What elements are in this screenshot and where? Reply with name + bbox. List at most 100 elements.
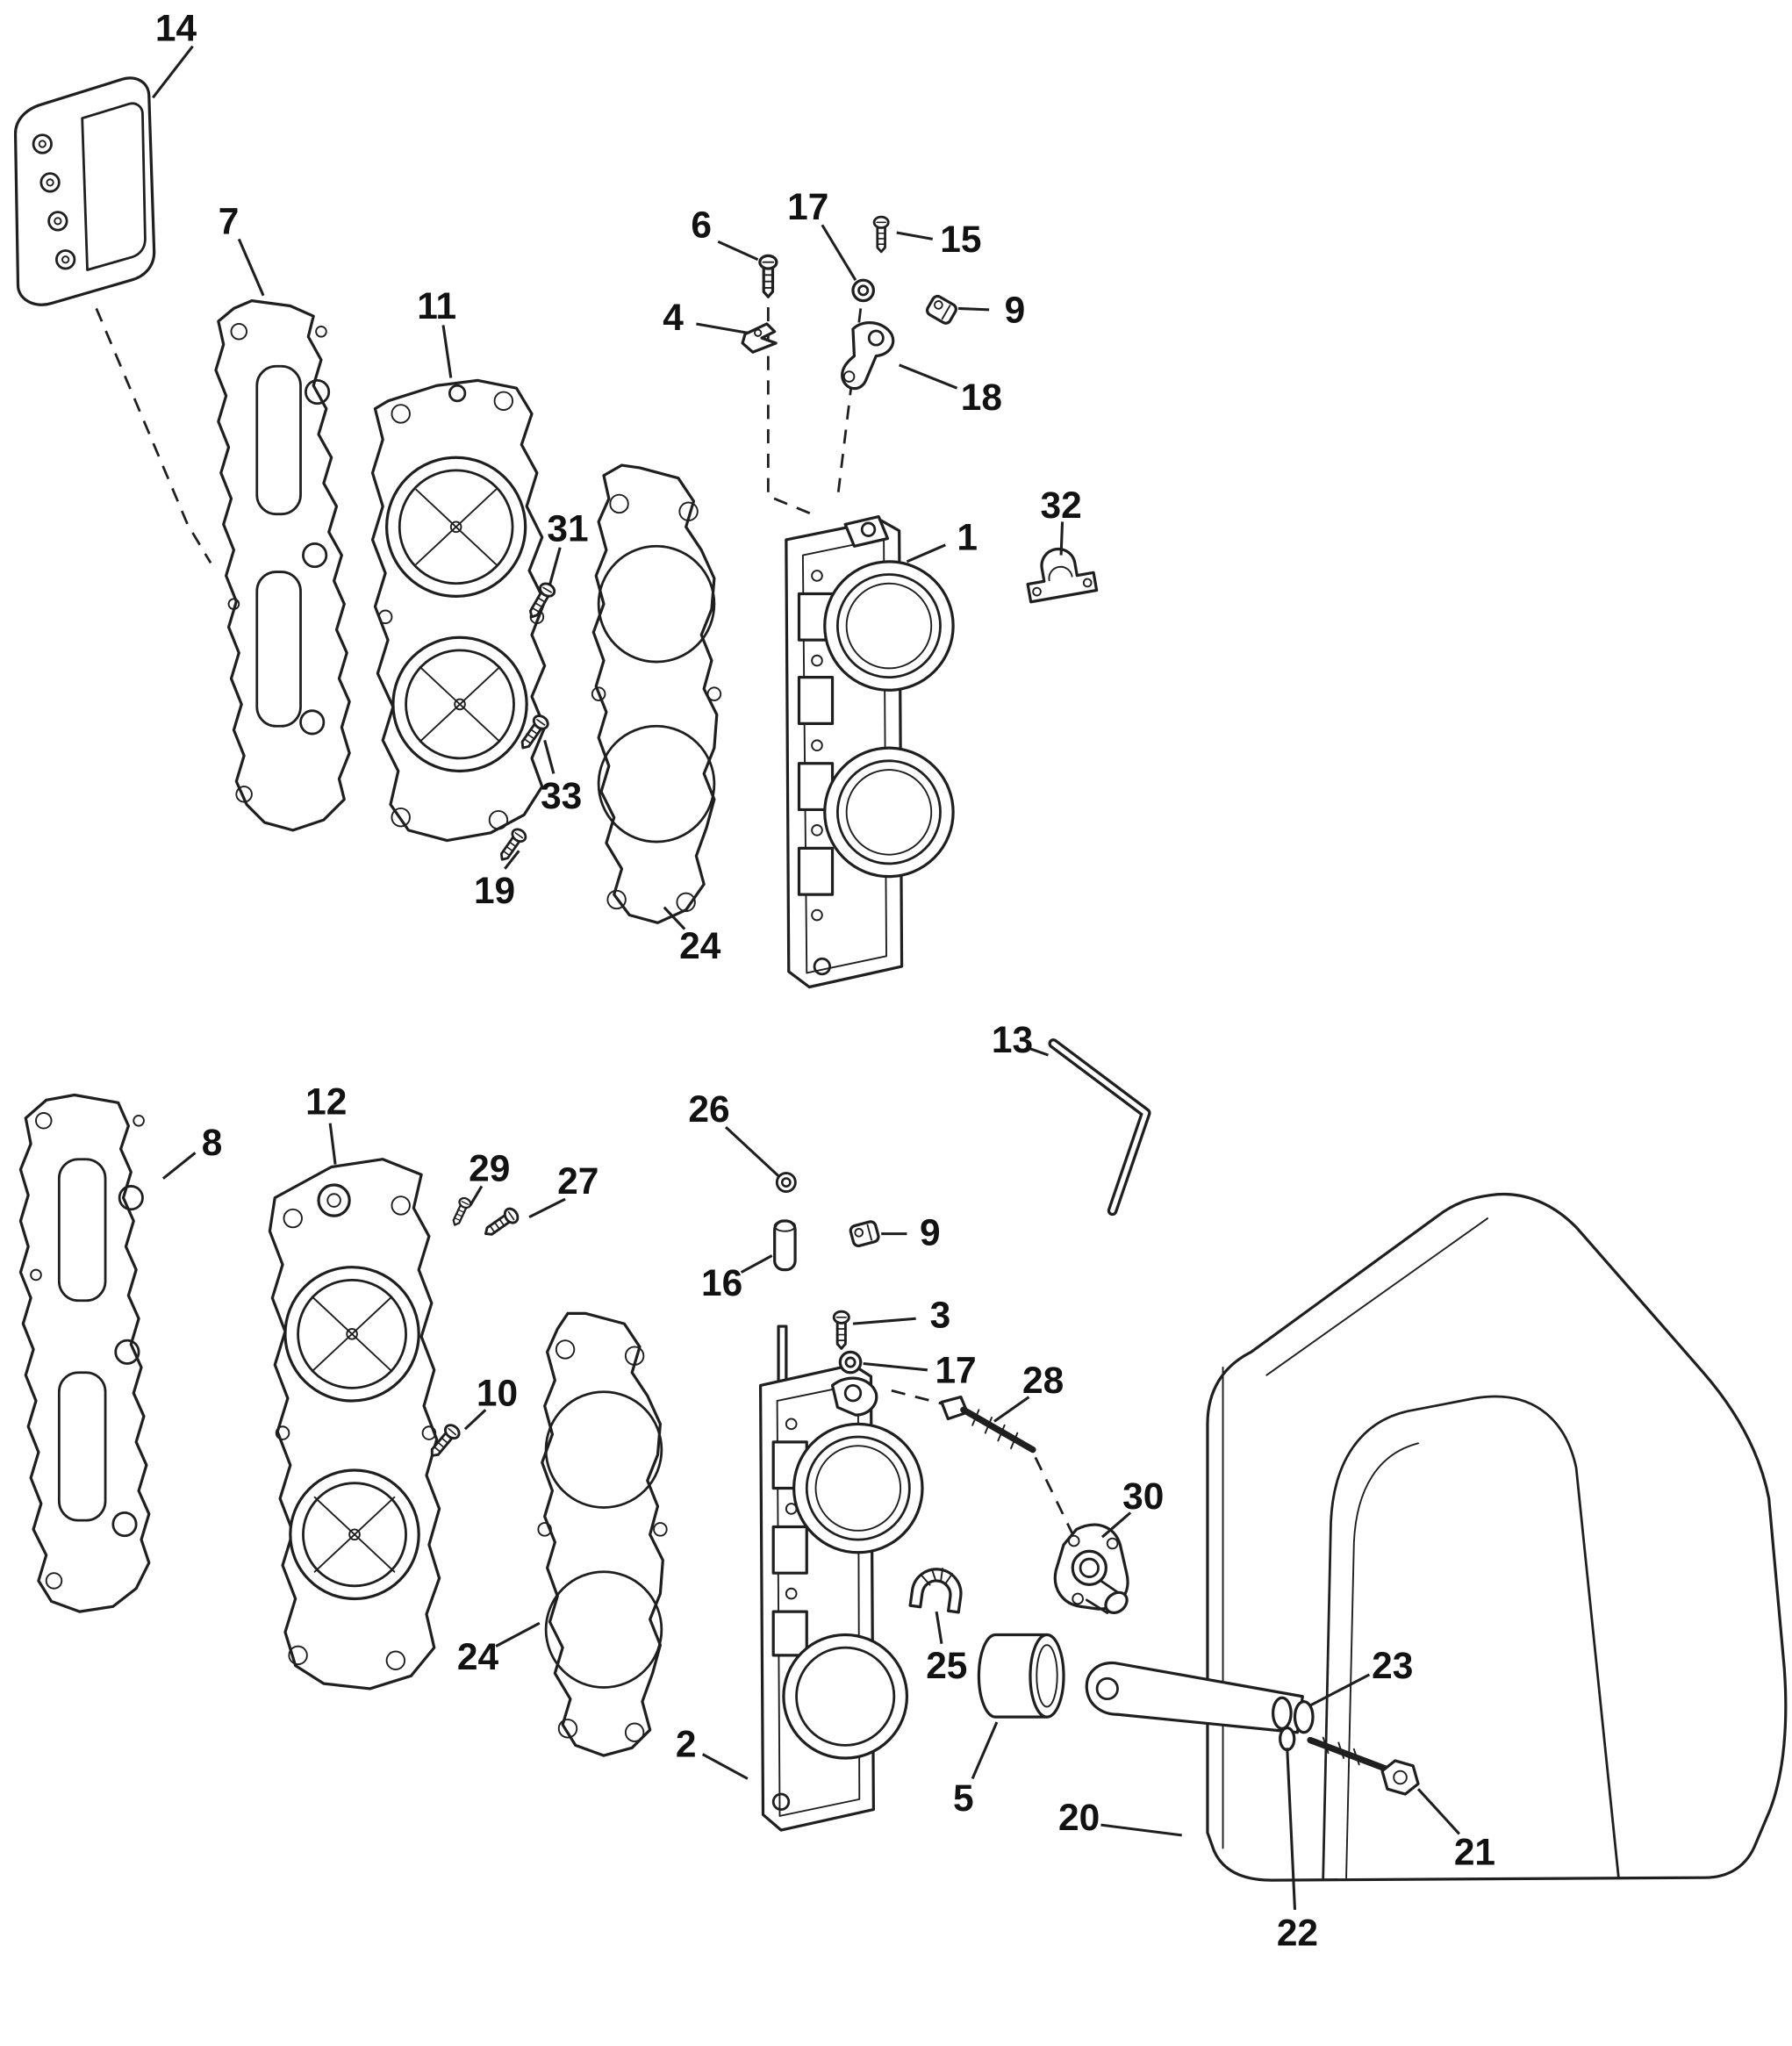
callout-16: 16	[701, 1262, 742, 1303]
callout-22: 22	[1277, 1913, 1318, 1954]
leader-line-callout-3	[852, 1317, 916, 1325]
callout-33: 33	[541, 775, 582, 816]
leader-line-callout-11	[441, 325, 453, 378]
part-30-fitting	[1053, 1523, 1129, 1615]
part-11-reed-block	[370, 378, 547, 843]
callout-9-upper: 9	[1005, 289, 1026, 330]
callout-26: 26	[688, 1088, 729, 1130]
part-5-bushing-cup	[977, 1633, 1065, 1719]
part-20-air-silencer-cover	[1206, 1193, 1788, 1882]
callout-10: 10	[477, 1373, 518, 1414]
leader-line-callout-24-upper	[663, 906, 686, 930]
callout-17-lower: 17	[935, 1349, 976, 1390]
callout-8: 8	[202, 1122, 223, 1163]
callout-5: 5	[953, 1777, 974, 1819]
part-14-end-cover	[13, 76, 156, 306]
callout-17-upper: 17	[787, 186, 828, 227]
leader-line-callout-30	[1100, 1511, 1132, 1539]
leader-line-callout-9-upper	[957, 306, 990, 312]
leader-line-callout-27	[528, 1197, 566, 1218]
callout-20: 20	[1058, 1797, 1100, 1838]
oring-26	[775, 1172, 797, 1194]
callout-7: 7	[219, 200, 240, 241]
leader-line-callout-8	[161, 1152, 197, 1180]
leader-line-callout-5	[971, 1721, 999, 1780]
callout-31: 31	[547, 507, 588, 549]
bolt-21	[1307, 1736, 1420, 1796]
clip-4	[741, 322, 778, 354]
part-8-gasket	[18, 1093, 151, 1613]
bolt-28	[940, 1395, 1036, 1454]
screw-27	[480, 1204, 522, 1242]
leader-line-callout-17-lower	[863, 1361, 928, 1372]
screw-15	[872, 215, 890, 254]
leader-line-callout-7	[237, 238, 265, 297]
part-1-intake-manifold	[785, 514, 955, 989]
callout-24-upper: 24	[679, 925, 721, 966]
part-24-gasket-lower	[537, 1311, 668, 1757]
callout-15: 15	[940, 219, 981, 260]
leader-line-callout-6	[717, 240, 759, 262]
leader-line-callout-2	[701, 1753, 749, 1780]
leader-line-callout-32	[1059, 521, 1064, 556]
callout-6: 6	[691, 205, 712, 246]
callout-24-lower: 24	[457, 1636, 499, 1677]
leader-line-callout-13	[1029, 1047, 1049, 1057]
callout-30: 30	[1122, 1475, 1164, 1517]
leader-line-callout-26	[725, 1125, 780, 1177]
leader-line-callout-12	[328, 1123, 337, 1165]
lever-18	[841, 321, 895, 391]
fitting-9-upper	[923, 292, 960, 327]
washer-23b	[1293, 1699, 1315, 1734]
callout-2: 2	[676, 1723, 697, 1764]
screw-3	[832, 1310, 850, 1350]
clamp-25	[908, 1568, 963, 1614]
callout-23: 23	[1372, 1645, 1413, 1686]
leader-line-callout-28	[993, 1396, 1030, 1423]
part-7-gasket	[214, 299, 351, 832]
leader-line-callout-22	[1286, 1748, 1297, 1910]
leader-line-callout-20	[1100, 1823, 1182, 1837]
leader-line-callout-25	[935, 1611, 943, 1644]
leader-line-callout-23	[1309, 1673, 1371, 1707]
callout-11: 11	[417, 285, 456, 327]
callout-27: 27	[557, 1160, 599, 1202]
screw-6	[758, 254, 778, 298]
leader-line-callout-14	[151, 45, 194, 99]
callout-28: 28	[1022, 1360, 1064, 1401]
leader-line-callout-4	[696, 322, 749, 334]
part-2-intake-manifold	[758, 1325, 924, 1832]
callout-4: 4	[663, 297, 684, 338]
clamp-32	[1026, 547, 1099, 604]
pin-16	[773, 1219, 797, 1272]
washer-17-lower	[838, 1350, 863, 1375]
callout-12: 12	[305, 1080, 347, 1122]
leader-line-callout-21	[1416, 1788, 1461, 1835]
leader-line-callout-1	[906, 543, 946, 564]
leader-line-callout-15	[896, 231, 933, 240]
callout-9-lower: 9	[920, 1212, 941, 1253]
callout-19: 19	[474, 870, 515, 911]
callout-29: 29	[469, 1147, 510, 1188]
callout-13: 13	[992, 1019, 1033, 1060]
callout-18: 18	[961, 377, 1002, 418]
callout-3: 3	[930, 1294, 951, 1335]
washer-17-upper	[851, 278, 875, 303]
callout-21: 21	[1454, 1831, 1495, 1872]
screw-29	[448, 1195, 474, 1229]
callout-1: 1	[957, 517, 978, 558]
fitting-9-lower	[848, 1218, 881, 1249]
leader-line-callout-33	[543, 739, 556, 774]
leader-line-callout-10	[463, 1409, 487, 1431]
washer-23a	[1272, 1696, 1293, 1730]
link-rod-13	[1048, 1038, 1151, 1217]
callout-14: 14	[155, 8, 197, 49]
leader-line-callout-18	[899, 363, 958, 390]
leader-line-callout-29	[469, 1185, 484, 1207]
silencer-mounting-arm	[1085, 1662, 1315, 1734]
callout-25: 25	[926, 1645, 967, 1686]
part-12-reed-block	[268, 1158, 441, 1691]
